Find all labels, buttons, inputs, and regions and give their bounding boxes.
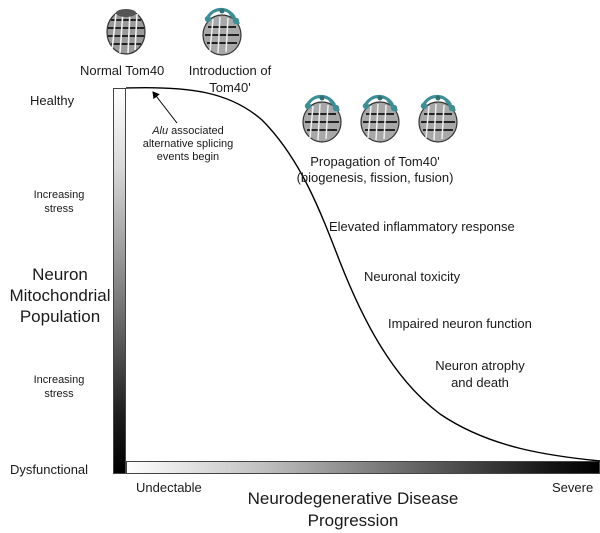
x-axis-title-line2: Progression <box>307 511 399 530</box>
y-axis-gradient-bar <box>113 88 126 474</box>
tom40-variant-icon <box>301 93 343 144</box>
alu-annotation-line2: alternative splicing <box>142 138 234 150</box>
tom40-variant-icon <box>359 93 401 144</box>
propagation-label-line2: (biogenesis, fission, fusion) <box>296 170 454 185</box>
alu-annotation-line3: events begin <box>156 151 220 163</box>
propagation-label-line1: Propagation of Tom40' <box>310 154 440 169</box>
stage-impaired-label: Impaired neuron function <box>388 316 532 331</box>
normal-tom40-label: Normal Tom40 <box>80 63 165 78</box>
alu-annotation-arrow <box>152 91 178 124</box>
y-axis-bottom-label: Dysfunctional <box>10 462 89 477</box>
introduction-label-line2: Tom40' <box>209 80 251 95</box>
stage-atrophy-line2: and death <box>451 375 509 390</box>
tom40-variant-icon <box>201 6 243 57</box>
y-axis-title-line2: Mitochondrial <box>9 286 111 305</box>
introduction-label-line1: Introduction of <box>188 63 272 78</box>
y-axis-title-line1: Neuron <box>32 265 88 284</box>
y-axis-top-label: Healthy <box>30 93 75 108</box>
stress-upper-line1: Increasing <box>33 189 85 201</box>
stress-lower-line2: stress <box>44 388 74 400</box>
alu-annotation-line1: Alu associated <box>133 125 243 138</box>
x-axis-left-label: Undectable <box>136 480 202 495</box>
y-axis-title-line3: Population <box>19 307 101 326</box>
stress-lower-line1: Increasing <box>33 374 85 386</box>
x-axis-title-line1: Neurodegenerative Disease <box>247 489 459 508</box>
stage-atrophy-line1: Neuron atrophy <box>435 358 525 373</box>
stage-toxicity-label: Neuronal toxicity <box>364 269 461 284</box>
tom40-variant-icon <box>417 93 459 144</box>
alu-rest-text: associated <box>168 125 224 137</box>
decline-curve <box>125 86 600 462</box>
tom40-barrel-icon <box>106 8 146 55</box>
alu-italic-text: Alu <box>152 125 169 137</box>
stage-inflammatory-label: Elevated inflammatory response <box>329 219 515 234</box>
stress-upper-line2: stress <box>44 203 74 215</box>
x-axis-right-label: Severe <box>552 480 594 495</box>
